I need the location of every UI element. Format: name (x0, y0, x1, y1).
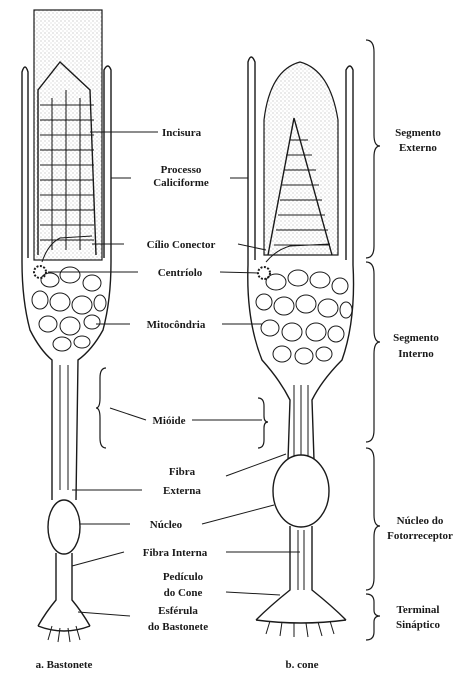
label-fibra-interna: Fibra Interna (143, 547, 208, 559)
label-incisura: Incisura (162, 127, 202, 139)
cone-inner-fiber (256, 526, 290, 620)
rod-centriole (34, 266, 46, 278)
label-do-cone: do Cone (164, 587, 203, 599)
cone-calyceal-process-left (248, 57, 255, 265)
region-braces (366, 40, 380, 640)
brace-segmento-interno (366, 262, 380, 442)
region-segmento-interno-1: Segmento (393, 332, 439, 344)
region-segmento-interno-2: Interno (398, 348, 434, 360)
rod-calyceal-process-right (104, 66, 111, 262)
label-nucleo: Núcleo (150, 519, 183, 531)
cone-calyceal-process-right (346, 66, 353, 265)
rod-mitochondria (32, 267, 106, 351)
label-cilio-conector: Cílio Conector (147, 239, 216, 251)
cone-nucleus (273, 455, 329, 527)
cone-stippled-region (264, 62, 338, 255)
cone-mitochondria (256, 270, 352, 364)
label-externa: Externa (163, 485, 201, 497)
region-terminal-1: Terminal (397, 604, 440, 616)
label-mioide: Mióide (153, 415, 186, 427)
cone-inner-segment (248, 265, 290, 460)
rod-nucleus (48, 500, 80, 554)
region-segmento-externo-1: Segmento (395, 127, 441, 139)
label-mitocondria: Mitocôndria (147, 319, 206, 331)
label-do-bastonete: do Bastonete (148, 621, 208, 633)
region-sinaptico-2: Sináptico (396, 619, 441, 631)
region-nucleo-do-1: Núcleo do (397, 515, 444, 527)
label-processo: Processo (161, 164, 202, 176)
rod-inner-fiber (38, 553, 56, 626)
label-fibra: Fibra (169, 466, 196, 478)
rod-calyceal-process-left (22, 67, 28, 262)
label-esferula: Esférula (158, 605, 198, 617)
region-labels: Segmento Externo Segmento Interno Núcleo… (387, 127, 453, 631)
caption-cone: b. cone (286, 659, 319, 671)
label-centriolo: Centríolo (158, 267, 203, 279)
brace-segmento-externo (366, 40, 380, 258)
caption-rod: a. Bastonete (36, 659, 93, 671)
mioide-brace-right (258, 398, 268, 448)
brace-nucleo-fotorreceptor (366, 448, 380, 590)
structure-labels: Incisura Processo Caliciforme Cílio Cone… (143, 127, 216, 633)
label-caliciforme: Caliciforme (153, 177, 209, 189)
region-segmento-externo-2: Externo (399, 142, 437, 154)
label-pediculo: Pedículo (163, 571, 204, 583)
rod-cell (22, 10, 111, 642)
region-fotorreceptor-2: Fotorreceptor (387, 530, 453, 542)
rod-spherule (38, 626, 90, 631)
cone-cell (248, 57, 354, 637)
brace-terminal-sinaptico (366, 594, 380, 640)
mioide-brace-left (96, 368, 106, 448)
